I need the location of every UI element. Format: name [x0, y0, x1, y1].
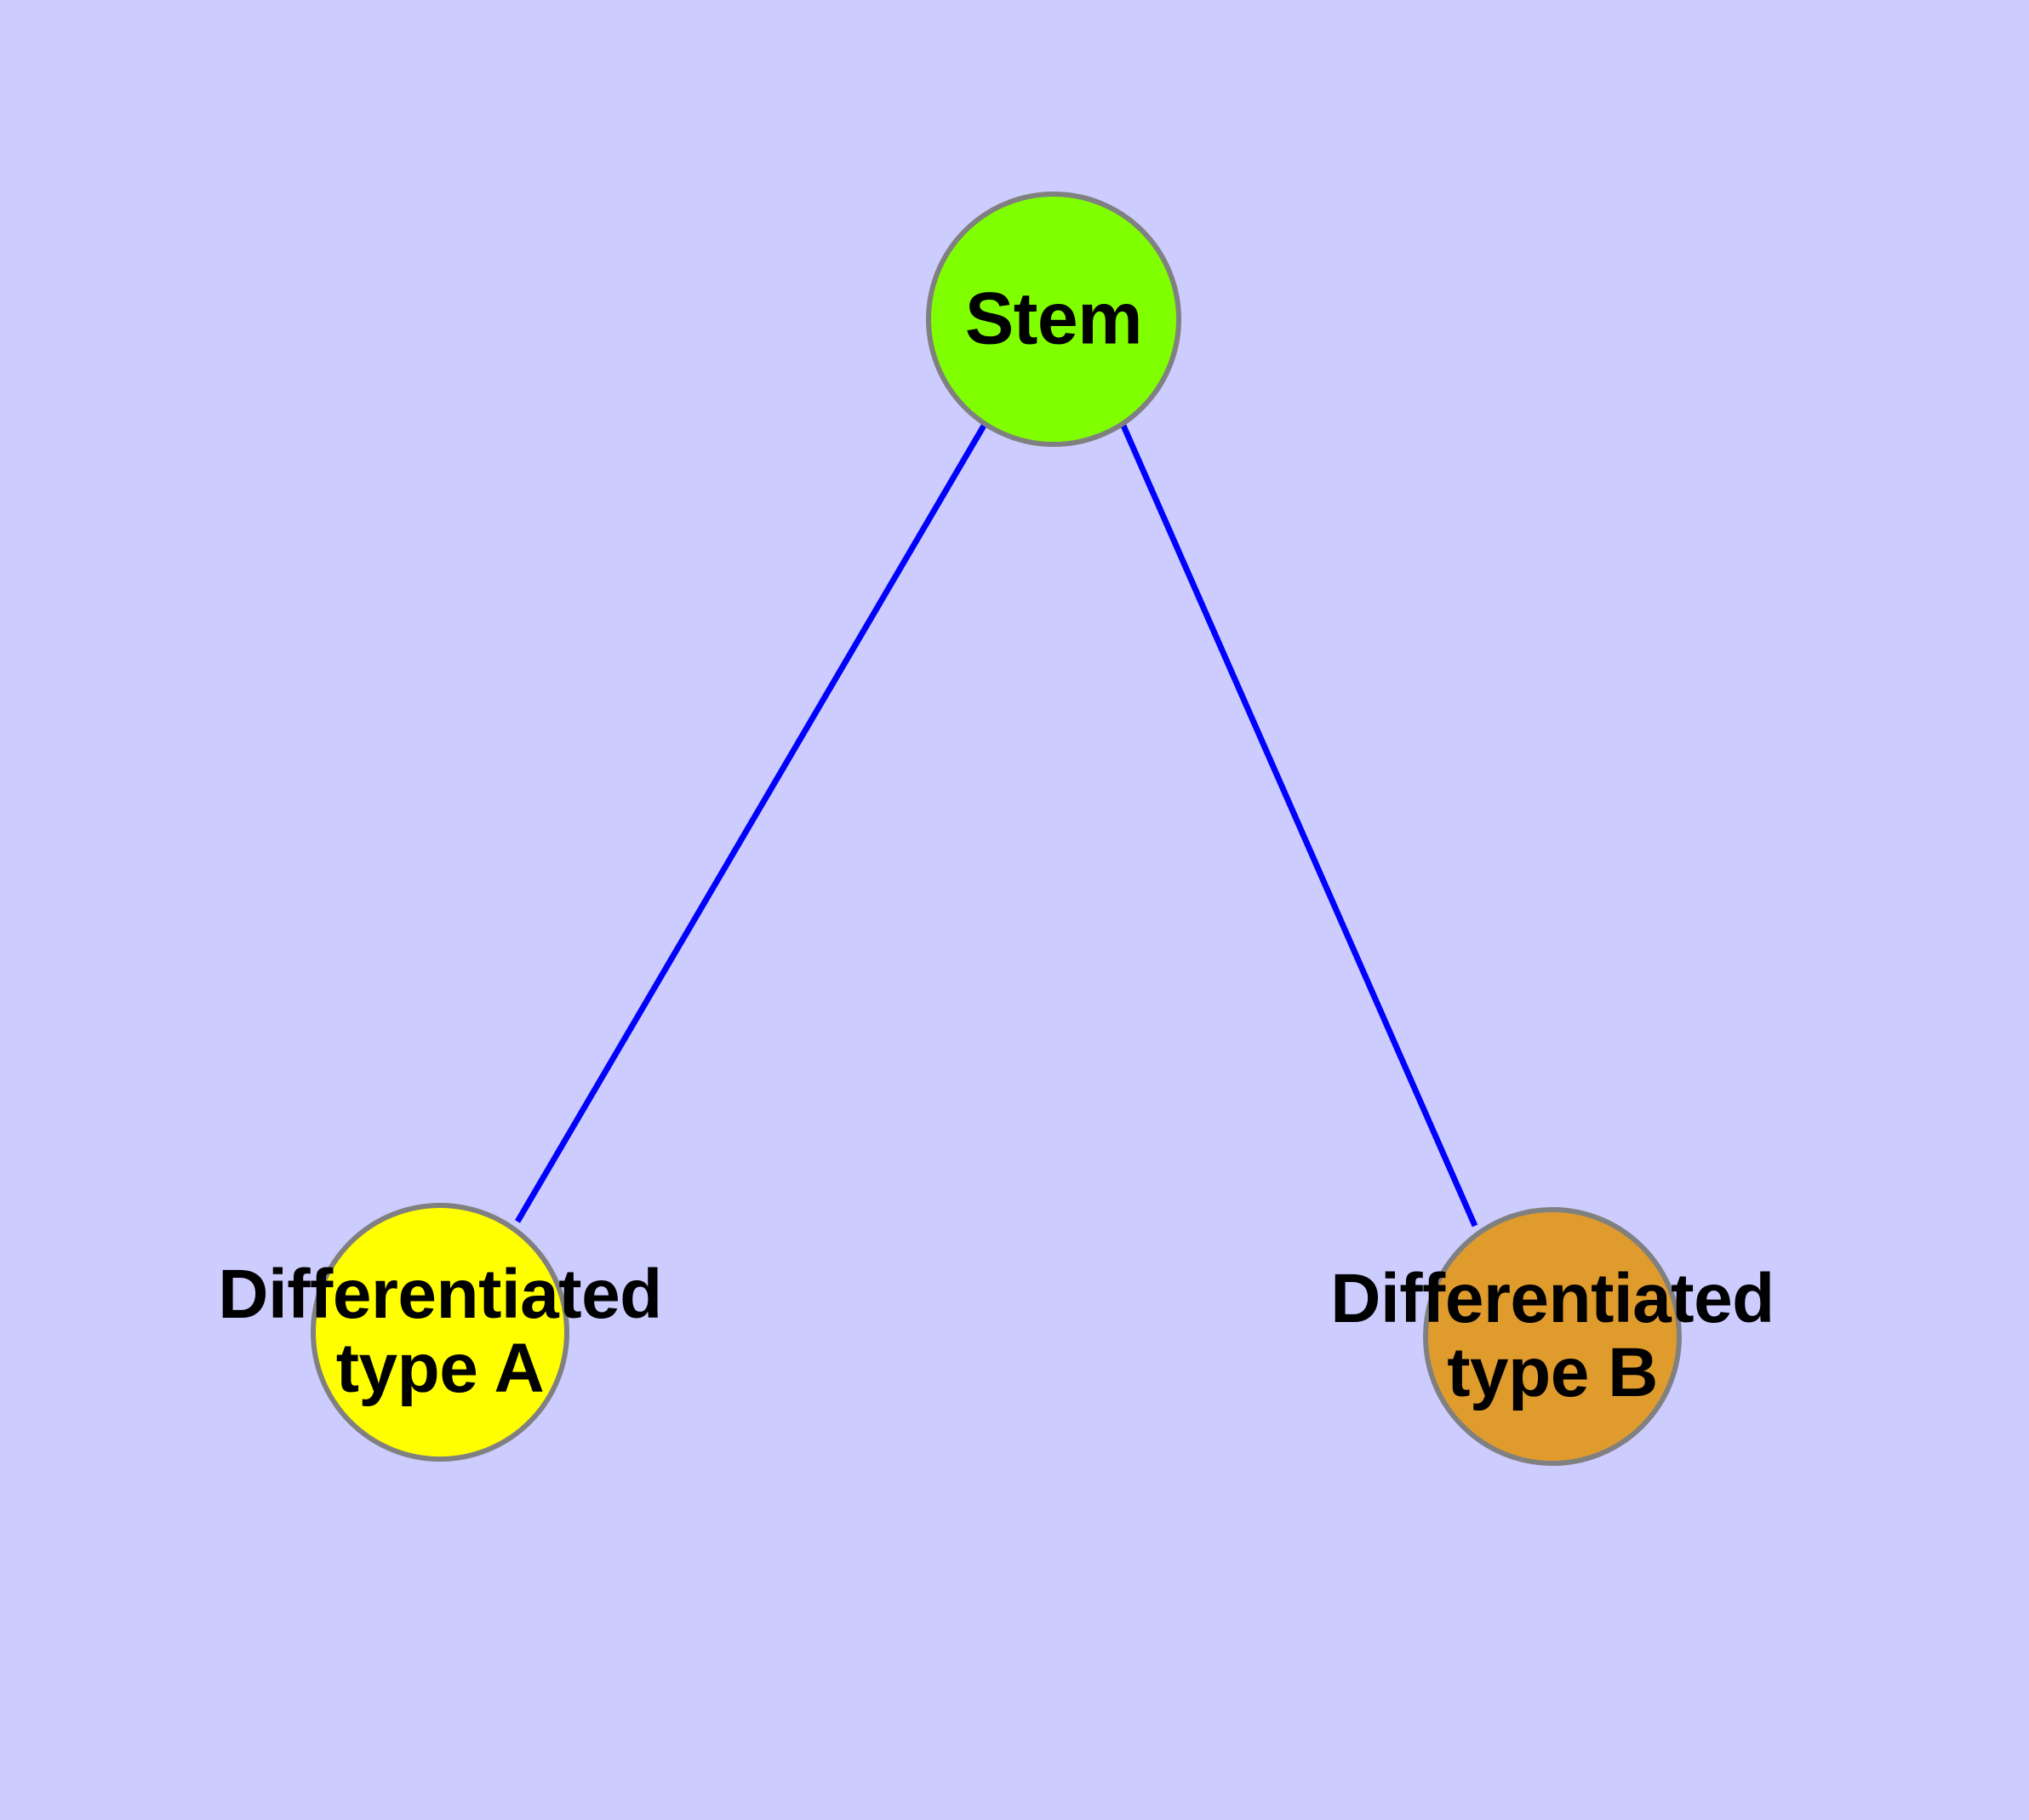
node-stem[interactable]: Stem	[926, 192, 1181, 447]
node-differentiated-type-b-circle	[1423, 1207, 1682, 1466]
node-stem-circle	[926, 192, 1181, 447]
edge-stem-to-diff-a[interactable]	[514, 424, 987, 1223]
node-differentiated-type-b[interactable]: Differentiated type B	[1330, 1207, 1775, 1466]
node-differentiated-type-a-circle	[311, 1203, 569, 1462]
edge-stem-to-diff-b[interactable]	[1120, 424, 1478, 1228]
node-differentiated-type-a[interactable]: Differentiated type A	[218, 1203, 662, 1462]
